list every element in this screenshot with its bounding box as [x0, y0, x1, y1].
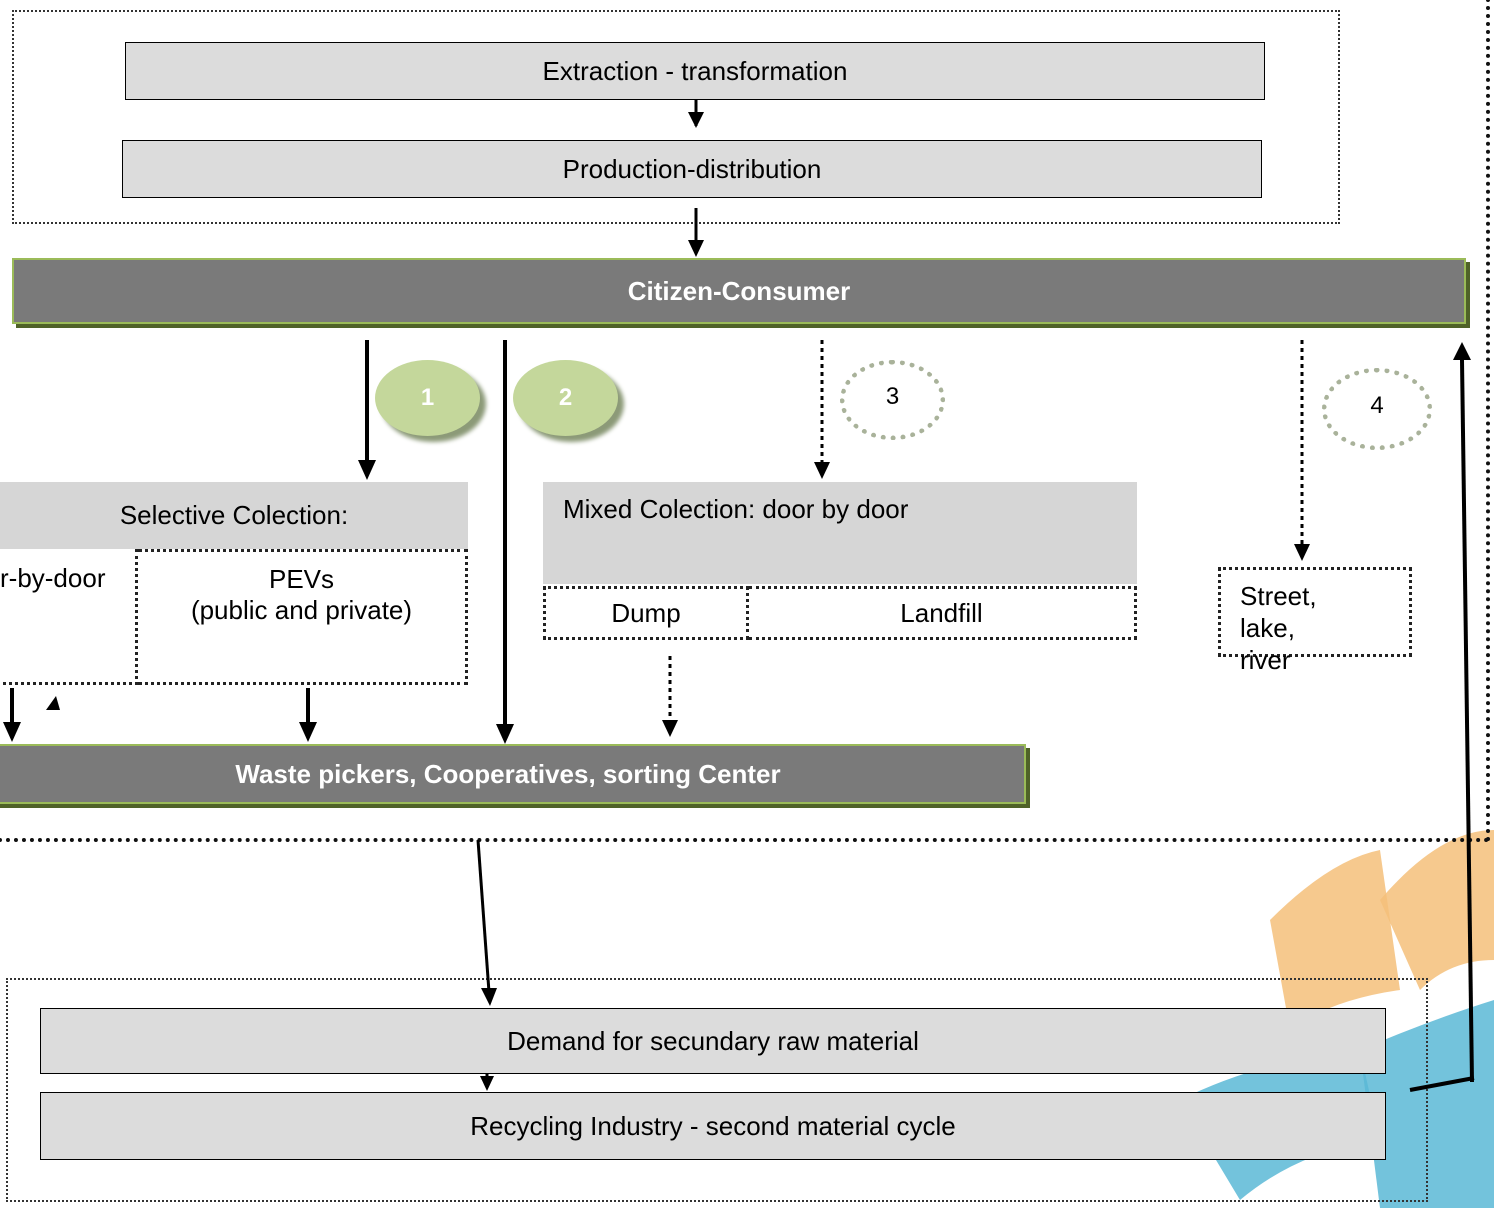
connector-recycling-return: [1409, 1076, 1475, 1092]
arrowhead-dump: [662, 720, 678, 737]
street-lake-river-text: Street, lake, river: [1240, 580, 1317, 676]
citizen-consumer-bar: Citizen-Consumer: [12, 258, 1466, 324]
landfill-label: Landfill: [900, 597, 983, 628]
waste-pickers-label: Waste pickers, Cooperatives, sorting Cen…: [235, 758, 781, 789]
production-label: Production-distribution: [562, 153, 822, 184]
demand-box: Demand for secundary raw material: [40, 1008, 1386, 1074]
arrowhead-recycling: [480, 1076, 494, 1091]
extraction-label: Extraction - transformation: [542, 55, 848, 86]
lake-label: lake,: [1240, 613, 1295, 643]
arrowhead-mixed: [814, 462, 830, 479]
production-box: Production-distribution: [122, 140, 1262, 198]
arrowhead-consumer: [688, 240, 704, 257]
door-by-door-cell: r-by-door: [0, 549, 138, 685]
river-label: river: [1240, 645, 1291, 675]
top-group-border: [12, 10, 1340, 224]
mixed-collection-label: Mixed Colection: door by door: [563, 494, 909, 524]
street-lake-river-box: [1218, 567, 1412, 657]
recycling-box: Recycling Industry - second material cyc…: [40, 1092, 1386, 1160]
pevs-cell: PEVs (public and private): [138, 549, 468, 685]
marker-1-label: 1: [420, 384, 435, 411]
marker-2: 2: [513, 360, 618, 436]
selective-collection-header: Selective Colection:: [0, 482, 468, 549]
marker-4-label: 4: [1370, 392, 1384, 419]
arrow-recycling-return: [1460, 359, 1474, 1083]
arrowhead-street: [1294, 544, 1310, 561]
arrowhead-production: [688, 112, 704, 128]
dump-label: Dump: [611, 597, 681, 628]
pevs-sublabel: (public and private): [190, 595, 413, 625]
marker-1: 1: [375, 360, 480, 436]
mixed-collection-header: Mixed Colection: door by door: [543, 482, 1137, 584]
extraction-box: Extraction - transformation: [125, 42, 1265, 100]
arrowhead-door: [3, 722, 21, 742]
arrowhead-selective: [358, 460, 376, 480]
middle-region-border: [0, 0, 1490, 842]
arrow-waste-demand: [476, 839, 491, 993]
small-up-arrowhead: [46, 696, 60, 710]
bottom-group-border: [6, 978, 1428, 1202]
arrowhead-pevs: [299, 722, 317, 742]
citizen-consumer-label: Citizen-Consumer: [627, 275, 851, 306]
arrowhead-demand: [481, 988, 497, 1006]
pevs-label: PEVs: [268, 564, 335, 594]
arrowhead-waste-pickers-2: [496, 724, 514, 744]
selective-collection-label: Selective Colection:: [119, 500, 349, 530]
marker-3: 3: [840, 360, 945, 440]
recycling-label: Recycling Industry - second material cyc…: [470, 1110, 956, 1141]
demand-label: Demand for secundary raw material: [507, 1025, 919, 1056]
marker-3-label: 3: [885, 383, 900, 410]
marker-2-label: 2: [558, 384, 573, 411]
dump-cell: Dump: [543, 586, 749, 640]
waste-pickers-bar: Waste pickers, Cooperatives, sorting Cen…: [0, 744, 1026, 804]
marker-4: 4: [1322, 368, 1432, 450]
street-label: Street,: [1240, 581, 1317, 611]
landfill-cell: Landfill: [749, 586, 1137, 640]
door-by-door-label: r-by-door: [0, 563, 106, 593]
arrowhead-return: [1453, 342, 1471, 360]
